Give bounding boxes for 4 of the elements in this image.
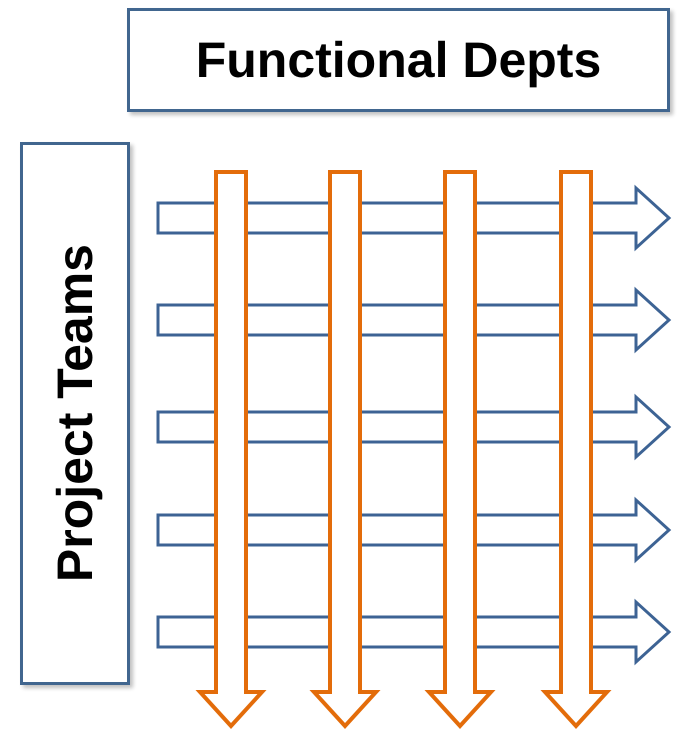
label-box xyxy=(127,8,670,112)
heading: Project Teams xyxy=(46,244,104,583)
label-box xyxy=(20,142,130,685)
heading: Functional Depts xyxy=(196,31,602,89)
